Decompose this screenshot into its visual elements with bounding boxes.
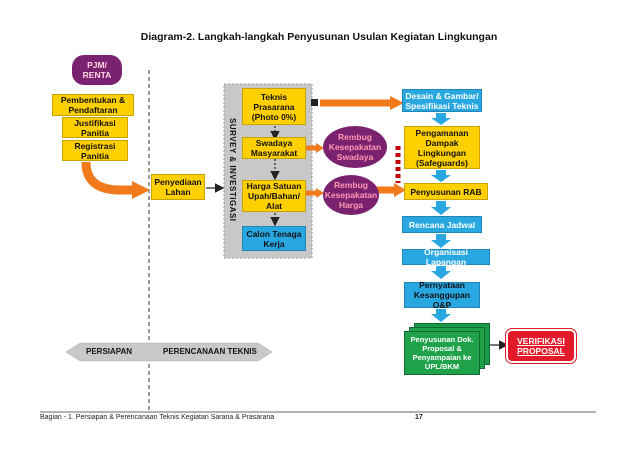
oval-rembug-swadaya: Rembug Kesepakatan Swadaya	[323, 126, 387, 168]
footer-text: Bagian - 1. Persiapan & Perencanaan Tekn…	[40, 414, 275, 421]
pjm-renta-badge: PJM/ RENTA	[72, 55, 122, 85]
center-box-teknis: Teknis Prasarana (Photo 0%)	[242, 88, 306, 125]
left-box-justifikasi: Justifikasi Panitia	[62, 117, 128, 138]
phase-label-perencanaan: PERENCANAAN TEKNIS	[163, 347, 257, 356]
left-box-registrasi: Registrasi Panitia	[62, 140, 128, 161]
right-column-arrows	[431, 113, 451, 322]
center-box-swadaya: Swadaya Masyarakat	[242, 137, 306, 159]
phase-label-persiapan: PERSIAPAN	[86, 347, 133, 356]
right-box-desain: Desain & Gambar/ Spesifikasi Teknis	[402, 89, 482, 112]
penyediaan-lahan-box: Penyediaan Lahan	[151, 174, 205, 200]
right-box-rab: Penyusunan RAB	[404, 183, 488, 200]
diagram-title: Diagram-2. Langkah-langkah Penyusunan Us…	[140, 31, 498, 43]
survey-label: SURVEY & INVESTIGASI	[228, 118, 237, 222]
verifikasi-proposal-box: VERIFIKASI PROPOSAL	[506, 329, 576, 363]
right-box-jadwal: Rencana Jadwal	[402, 216, 482, 233]
left-box-pembentukan: Pembentukan & Pendaftaran	[52, 94, 134, 116]
right-box-pengamanan: Pengamanan Dampak Lingkungan (Safeguards…	[404, 126, 480, 169]
curved-orange-arrow	[81, 161, 135, 195]
right-box-pernyataan: Pernyataan Kesanggupan O&P	[404, 280, 480, 310]
page-number: 17	[415, 414, 423, 421]
right-box-organisasi: Organisasi Lapangan	[402, 247, 490, 267]
arrow-square-1	[311, 99, 318, 106]
stack-box-proposal: Penyusunan Dok. Proposal & Penyampaian k…	[404, 331, 480, 375]
center-box-harga: Harga Satuan Upah/Bahan/ Alat	[242, 180, 306, 212]
phase-arrow	[65, 342, 273, 362]
center-box-tenaga: Calon Tenaga Kerja	[242, 226, 306, 251]
oval-rembug-harga: Rembug Kesepakatan Harga	[323, 175, 379, 215]
